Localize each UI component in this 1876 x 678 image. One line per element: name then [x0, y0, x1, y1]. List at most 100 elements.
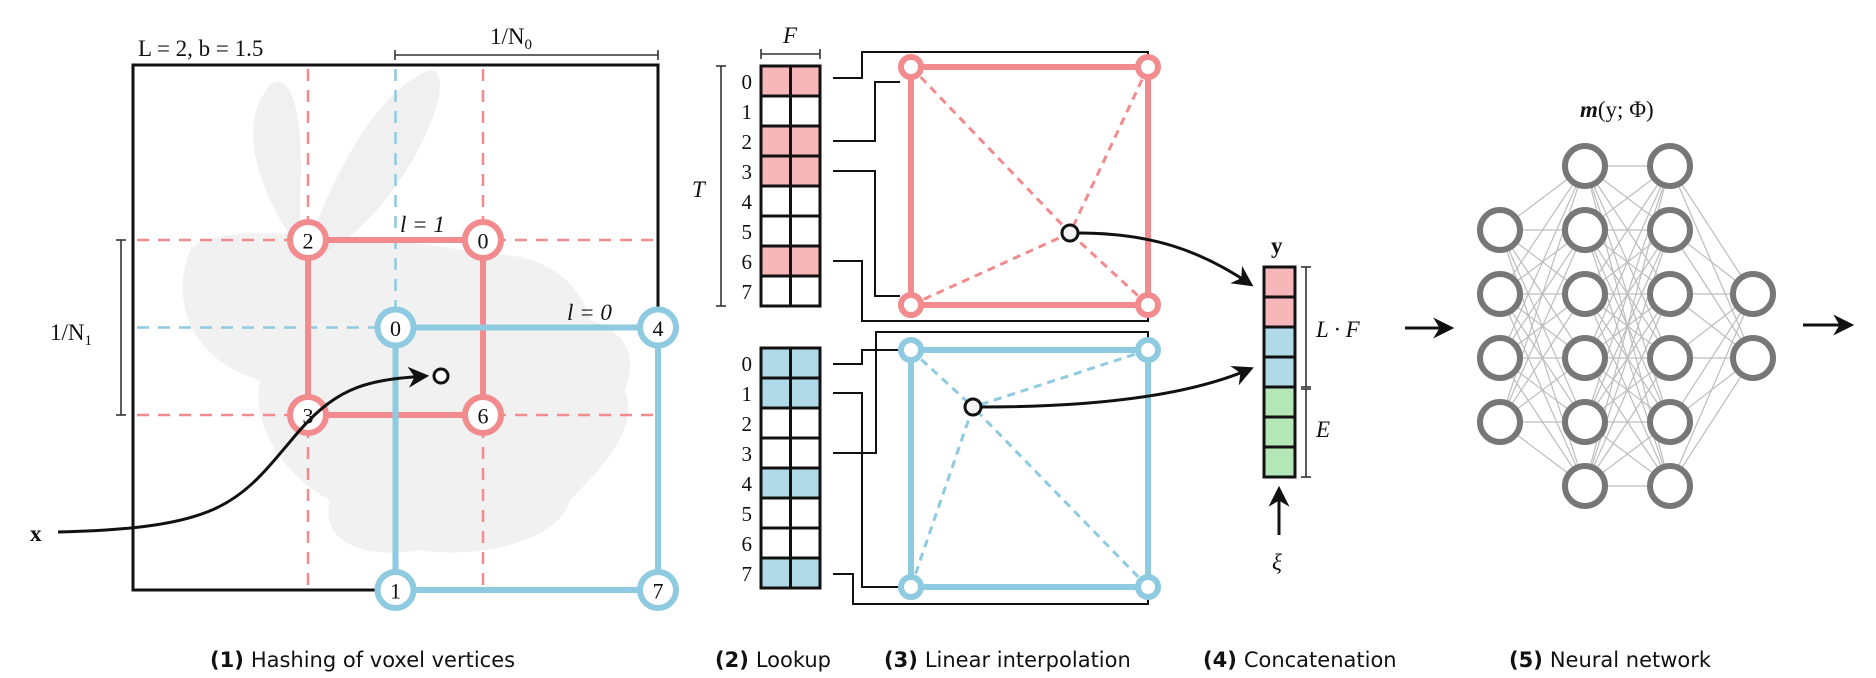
feature-cell: [759, 184, 792, 218]
interpolation-weight-line: [909, 65, 1072, 235]
neuron-layer-2: [1647, 399, 1693, 445]
feature-cell: [759, 214, 792, 248]
network-edge: [1584, 165, 1671, 423]
lf-bracket: [1301, 266, 1311, 388]
vector-cell-aux: [1262, 415, 1297, 449]
table-row: 4: [742, 466, 822, 500]
lookup-connectors: [833, 51, 1149, 605]
panel-concatenation: y L · F E ξ (4)Concatenation: [1203, 233, 1455, 672]
vertex-hash-label: 0: [390, 316, 401, 341]
table-row: 3: [742, 154, 822, 188]
vertex-circle: [287, 394, 329, 436]
vertex-hash-label: 3: [303, 404, 314, 429]
corner-vertex: [1135, 292, 1161, 318]
table-row: 6: [742, 244, 822, 278]
feature-cell: [759, 244, 792, 278]
input-x-label: x: [30, 521, 42, 546]
vertex-circle: [637, 569, 679, 611]
lookup-connector: [833, 81, 900, 142]
row-index-label: 4: [742, 190, 753, 214]
table-row: 6: [742, 526, 822, 560]
network-edges: [1499, 165, 1754, 487]
table-row: 3: [742, 436, 822, 470]
feature-cell: [759, 526, 792, 560]
neuron-layer-0: [1477, 335, 1523, 381]
neuron-layer-1: [1562, 271, 1608, 317]
n0-label: 1/N0: [490, 24, 532, 53]
table-row: 1: [742, 94, 822, 128]
network-edge: [1584, 165, 1671, 295]
feature-cell: [789, 274, 822, 308]
network-edge: [1584, 229, 1671, 487]
feature-cell: [789, 466, 822, 500]
table-row: 5: [742, 496, 822, 530]
neuron-layer-1: [1562, 143, 1608, 189]
row-index-label: 1: [742, 382, 753, 406]
concatenated-vector: [1262, 265, 1297, 479]
bunny-body: [182, 233, 631, 553]
corner-vertex: [1135, 337, 1161, 363]
network-edge: [1584, 357, 1671, 487]
row-index-label: 0: [742, 352, 753, 376]
neuron-layer-1: [1562, 207, 1608, 253]
network-nodes: [1477, 143, 1776, 509]
level-1-vertex-bottom-right: 6: [462, 394, 504, 436]
row-index-label: 7: [742, 280, 753, 304]
lookup-connector: [833, 331, 1149, 454]
vertex-hash-label: 6: [478, 404, 489, 429]
vertex-circle: [374, 569, 417, 611]
level-0-square-edges: [908, 347, 1151, 590]
row-index-label: 2: [742, 412, 753, 436]
feature-cell: [789, 376, 822, 410]
network-edge: [1584, 293, 1671, 487]
caption-2: (2)Lookup: [715, 648, 831, 672]
corner-vertex: [1135, 54, 1161, 80]
row-index-label: 6: [742, 250, 753, 274]
feature-cell: [789, 526, 822, 560]
vector-cell-aux: [1262, 385, 1297, 419]
panel-interpolation: (3)Linear interpolation: [833, 51, 1254, 672]
neuron-layer-0: [1477, 399, 1523, 445]
row-index-label: 3: [742, 160, 753, 184]
table-size-label: T: [692, 177, 707, 202]
network-title: m(y; Φ): [1580, 97, 1654, 122]
vertex-hash-label: 1: [390, 579, 401, 604]
vertex-hash-label: 2: [303, 229, 314, 254]
caption-4: (4)Concatenation: [1203, 648, 1397, 672]
caption-5: (5)Neural network: [1509, 648, 1712, 672]
level-1-label: l = 1: [400, 212, 445, 237]
aux-input-label: ξ: [1272, 550, 1282, 575]
table-row: 2: [742, 406, 822, 440]
params-label: L = 2, b = 1.5: [138, 36, 263, 61]
feature-cell: [789, 436, 822, 470]
query-point: [432, 367, 450, 385]
n1-dimension-bracket: 1/N1: [50, 239, 126, 416]
feature-cell: [789, 154, 822, 188]
level-0-vertex-bottom-right: 7: [637, 569, 679, 611]
feature-cell: [759, 346, 792, 380]
table-row: 7: [742, 556, 822, 590]
interpolation-weight-line: [971, 405, 1150, 589]
lookup-connector: [833, 349, 900, 365]
row-index-label: 2: [742, 130, 753, 154]
feature-cell: [759, 154, 792, 188]
vertex-circle: [287, 219, 329, 261]
feature-cell: [759, 406, 792, 440]
table-row: 0: [742, 346, 822, 380]
corner-vertex: [1135, 574, 1161, 600]
network-edge: [1669, 293, 1754, 423]
vertex-circle: [637, 306, 679, 349]
feature-cell: [789, 214, 822, 248]
interpolation-weight-line: [972, 348, 1149, 409]
lookup-connector: [833, 392, 900, 588]
vector-y-label: y: [1271, 233, 1283, 258]
feature-cell: [789, 124, 822, 158]
corner-vertex: [898, 574, 924, 600]
level-1-vertex-bottom-left: 3: [287, 394, 329, 436]
level-1-vertex-top-left: 2: [287, 219, 329, 261]
level-0-vertex-bottom-left: 1: [374, 569, 417, 611]
